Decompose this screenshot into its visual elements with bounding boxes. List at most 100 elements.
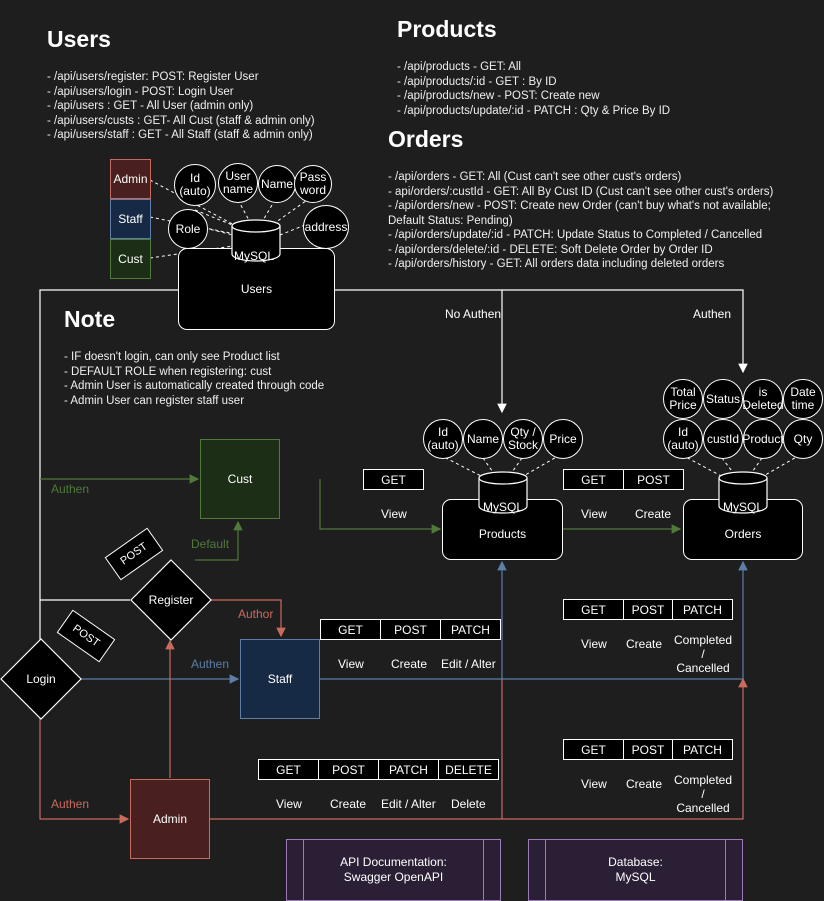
orders-cust-create: Create [635, 507, 672, 521]
orders-cust-post-tab: POST [623, 469, 684, 490]
admin-products-delete-tab: DELETE [438, 759, 499, 780]
list-line: - /api/orders/update/:id - PATCH: Update… [388, 229, 763, 241]
users-db-label: MySQL [234, 249, 275, 263]
list-line: - /api/orders/new - POST: Create new Ord… [388, 200, 771, 227]
staff-products-post-tab: POST [380, 619, 441, 640]
api-doc-box: API Documentation: Swagger OpenAPI [286, 839, 501, 901]
label-no-authen: No Authen [445, 307, 502, 321]
admin-orders-create: Create [626, 777, 663, 791]
list-line: - /api/products - GET: All [397, 61, 521, 73]
products-title: Products [397, 16, 497, 42]
user-field-address: address [303, 205, 349, 249]
user-field-name: Name [258, 165, 296, 203]
staff-products-edit: Edit / Alter [441, 657, 496, 671]
label-authen-staff: Authen [191, 657, 230, 671]
products-entity-label: Products [478, 526, 527, 541]
list-line: - /api/users/register: POST: Register Us… [47, 71, 259, 83]
staff-orders-create: Create [626, 637, 663, 651]
role-admin: Admin [110, 159, 151, 199]
actor-register-shape [130, 559, 212, 641]
admin-products-post-tab: POST [318, 759, 379, 780]
staff-products-create: Create [391, 657, 428, 671]
admin-products-patch-tab: PATCH [378, 759, 439, 780]
orders-endpoints: - /api/orders - GET: All (Cust can't see… [388, 170, 788, 272]
list-line: - /api/products/update/:id - PATCH : Qty… [397, 104, 671, 117]
order-field-date: Date time [783, 379, 823, 419]
note-lines: - IF doesn't login, can only see Product… [64, 350, 344, 408]
list-line: - Admin User is automatically created th… [64, 380, 325, 392]
staff-orders-get-tab: GET [563, 599, 624, 620]
admin-orders-post-tab: POST [623, 739, 673, 760]
staff-orders-post-tab: POST [623, 599, 673, 620]
list-line: - api/orders/:custId - GET: All By Cust … [388, 185, 774, 198]
role-staff: Staff [110, 199, 151, 239]
note-title: Note [64, 306, 116, 332]
list-line: - /api/products/:id - GET : By ID [397, 75, 557, 88]
admin-orders-completed: Completed / Cancelled [673, 773, 733, 815]
user-field-role: Role [168, 209, 208, 249]
products-get-tab: GET [363, 469, 424, 490]
actor-admin: Admin [130, 779, 210, 859]
staff-orders-view: View [581, 637, 607, 651]
products-get-view: View [381, 507, 407, 521]
orders-db-icon [718, 471, 768, 514]
list-line: - /api/products/new - POST: Create new [397, 90, 600, 102]
edge-cust-products [319, 479, 442, 534]
list-line: - /api/orders/delete/:id - DELETE: Soft … [388, 243, 713, 256]
order-field-id: Id (auto) [663, 419, 703, 459]
list-line: - /api/users : GET - All User (admin onl… [47, 100, 254, 112]
edge-register-cust [195, 520, 243, 561]
admin-products-get-tab: GET [258, 759, 319, 780]
orders-title: Orders [388, 126, 464, 152]
users-title: Users [47, 26, 111, 52]
orders-db-label: MySQL [723, 500, 764, 514]
admin-orders-get-tab: GET [563, 739, 624, 760]
order-field-total: Total Price [663, 379, 703, 419]
list-line: - DEFAULT ROLE when registering: cust [64, 365, 272, 378]
list-line: - /api/orders/history - GET: All orders … [388, 258, 725, 270]
staff-orders-patch-tab: PATCH [672, 599, 733, 620]
products-endpoints: - /api/products - GET: All - /api/product… [397, 60, 670, 118]
orders-cust-get-tab: GET [563, 469, 624, 490]
staff-products-view: View [338, 657, 364, 671]
admin-products-delete: Delete [451, 797, 486, 811]
users-entity-label: Users [240, 282, 273, 296]
user-field-username: User name [218, 163, 258, 203]
users-db-icon [231, 219, 281, 262]
admin-products-view: View [276, 797, 302, 811]
role-cust: Cust [110, 239, 151, 279]
admin-orders-view: View [581, 777, 607, 791]
product-field-price: Price [543, 419, 583, 459]
edge-admin-products [210, 677, 748, 820]
user-field-password: Pass word [294, 165, 332, 203]
list-line: - IF doesn't login, can only see Product… [64, 351, 280, 363]
admin-orders-patch-tab: PATCH [672, 739, 733, 760]
product-field-qty: Qty / Stock [503, 419, 543, 459]
order-field-qty: Qty [783, 419, 823, 459]
actor-login-shape [0, 638, 82, 720]
staff-orders-completed: Completed / Cancelled [673, 633, 733, 675]
edge-users-left [39, 289, 178, 640]
label-authen-cust: Authen [51, 482, 90, 496]
order-field-product: Product [742, 419, 784, 459]
edge-login-admin [39, 718, 130, 824]
label-authen-orders: Authen [693, 307, 732, 321]
actor-staff: Staff [240, 639, 320, 719]
users-endpoints: - /api/users/register: POST: Register Us… [47, 70, 315, 143]
products-db-icon [478, 471, 528, 514]
list-line: - /api/users/staff : GET - All Staff (st… [47, 129, 313, 141]
product-field-name: Name [463, 419, 503, 459]
actor-login: Login [26, 672, 56, 686]
list-line: - /api/orders - GET: All (Cust can't see… [388, 171, 682, 183]
list-line: - Admin User can register staff user [64, 394, 245, 407]
staff-products-patch-tab: PATCH [440, 619, 501, 640]
order-field-custid: custId [703, 419, 743, 459]
edge-users-orders [335, 289, 748, 374]
edge-register-staff [210, 599, 286, 638]
order-field-deleted: is Deleted [742, 379, 784, 419]
products-db-label: MySQL [483, 500, 524, 514]
users-entity: Users [178, 248, 335, 330]
order-field-status: Status [703, 379, 743, 419]
orders-entity-label: Orders [724, 526, 762, 541]
